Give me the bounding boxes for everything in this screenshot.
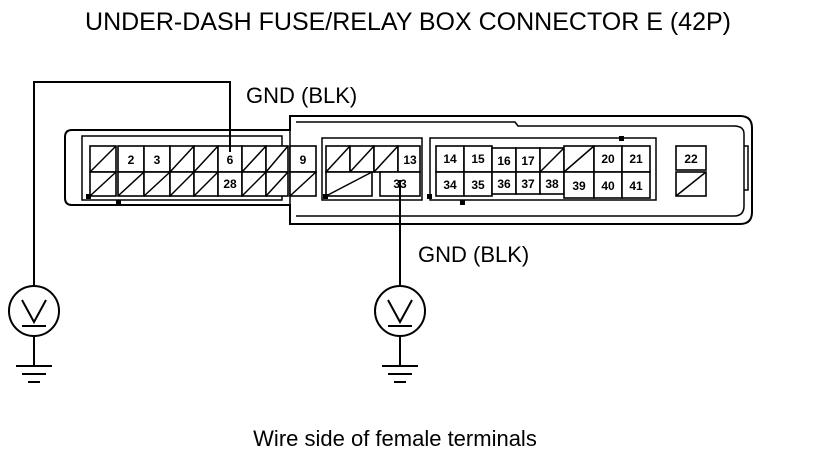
left-ground-icon: [16, 365, 52, 383]
terminal-17-label: 17: [521, 154, 535, 168]
gnd-label-bottom: GND (BLK): [418, 242, 529, 267]
terminal-28-label: 28: [223, 177, 237, 191]
terminal-6-label: 6: [227, 153, 234, 167]
terminal-21-label: 21: [629, 152, 643, 166]
terminal-35-label: 35: [471, 178, 485, 192]
terminal-13-label: 13: [403, 153, 417, 167]
terminal-block-3: 14 15 16 17 20 21 34 35 36 37 38 39 40 4…: [427, 136, 657, 205]
center-ground-icon: [382, 365, 418, 383]
terminal-block-1: 2 3 6 28 9: [86, 145, 317, 205]
terminal-9-label: 9: [300, 153, 307, 167]
terminal-20-label: 20: [601, 152, 615, 166]
connector-housing: [64, 115, 753, 225]
left-voltmeter: [8, 285, 60, 366]
center-voltmeter: [374, 285, 426, 366]
terminal-38-label: 38: [545, 177, 559, 191]
terminal-41-label: 41: [629, 179, 643, 193]
terminal-28: [217, 171, 243, 197]
left-probe-wire: [33, 81, 231, 286]
terminal-22: [675, 145, 707, 171]
terminal-39: [563, 171, 595, 199]
terminal-3-label: 3: [154, 153, 161, 167]
terminal-15-label: 15: [471, 152, 485, 166]
terminal-37-label: 37: [521, 177, 535, 191]
terminal-3: [143, 145, 171, 173]
terminal-39-label: 39: [572, 179, 586, 193]
terminal-14-label: 14: [443, 152, 457, 166]
diagram-caption: Wire side of female terminals: [253, 426, 537, 451]
terminal-2-label: 2: [128, 153, 135, 167]
terminal-9: [289, 145, 317, 173]
diagram-title: UNDER-DASH FUSE/RELAY BOX CONNECTOR E (4…: [85, 8, 731, 36]
terminal-41: [621, 171, 651, 199]
terminal-block-2: 13 33: [321, 137, 423, 201]
gnd-label-top: GND (BLK): [246, 83, 357, 108]
terminal-35: [463, 171, 493, 197]
terminal-block-4: 22: [675, 145, 707, 197]
terminal-34-label: 34: [443, 178, 457, 192]
terminal-22-label: 22: [684, 152, 698, 166]
terminal-16-label: 16: [497, 154, 511, 168]
terminal-36-label: 36: [497, 177, 511, 191]
terminal-40-label: 40: [601, 179, 615, 193]
